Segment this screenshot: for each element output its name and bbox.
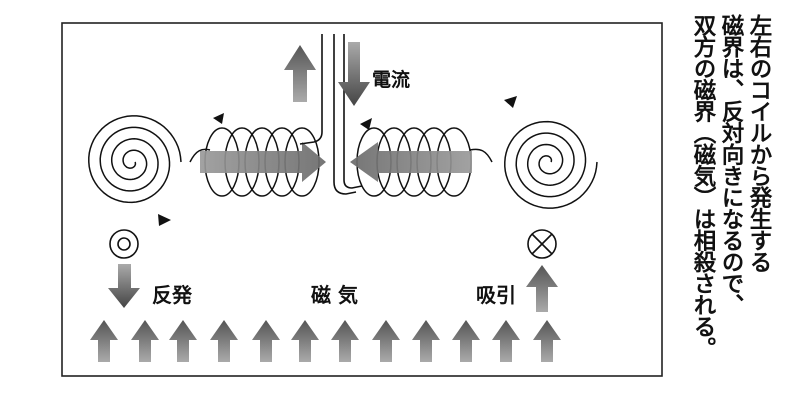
magnetism-up-arrow bbox=[492, 320, 520, 362]
lead-wire-left bbox=[299, 34, 323, 145]
direction-marker bbox=[213, 113, 224, 124]
right-spiral-coil bbox=[504, 120, 598, 209]
direction-marker bbox=[158, 214, 171, 226]
repulsion-label: 反発 bbox=[152, 283, 193, 307]
magnetism-up-arrow bbox=[291, 320, 319, 362]
left-wire-link bbox=[189, 148, 211, 163]
magnetism-up-arrow bbox=[452, 320, 480, 362]
magnetism-arrow-row bbox=[90, 320, 561, 362]
attraction-up-arrow bbox=[526, 265, 558, 312]
right-wire-link bbox=[469, 148, 493, 163]
out-of-page-circle-icon bbox=[109, 229, 139, 259]
magnetism-up-arrow bbox=[169, 320, 197, 362]
diagram-frame bbox=[61, 22, 663, 377]
magnetism-up-arrow bbox=[372, 320, 400, 362]
current-label: 電流 bbox=[372, 68, 410, 91]
repulsion-down-arrow bbox=[108, 264, 140, 308]
caption-line-2: 磁界は、反対向きになるので、 bbox=[718, 14, 744, 315]
left-field-arrow bbox=[200, 142, 326, 182]
up-arrow-top bbox=[284, 45, 316, 102]
lead-wire-left-b bbox=[333, 34, 357, 195]
magnetism-up-arrow bbox=[252, 320, 280, 362]
caption-line-3: 双方の磁界（磁気）は相殺される。 bbox=[690, 14, 716, 358]
magnetism-up-arrow bbox=[210, 320, 238, 362]
direction-marker bbox=[504, 96, 517, 108]
magnetism-up-arrow bbox=[412, 320, 440, 362]
lead-wire-right bbox=[343, 34, 363, 189]
left-spiral-coil bbox=[88, 115, 182, 204]
direction-marker bbox=[360, 118, 372, 130]
magnetism-up-arrow bbox=[131, 320, 159, 362]
magnetism-up-arrow bbox=[533, 320, 561, 362]
attraction-label: 吸引 bbox=[476, 283, 516, 307]
caption-line-1: 左右のコイルから発生する bbox=[746, 14, 772, 272]
current-down-arrow bbox=[338, 42, 370, 106]
magnetism-up-arrow bbox=[90, 320, 118, 362]
right-field-arrow bbox=[350, 142, 472, 182]
magnetism-up-arrow bbox=[331, 320, 359, 362]
magnetism-label: 磁 気 bbox=[311, 283, 358, 307]
into-page-cross-icon bbox=[527, 229, 557, 259]
